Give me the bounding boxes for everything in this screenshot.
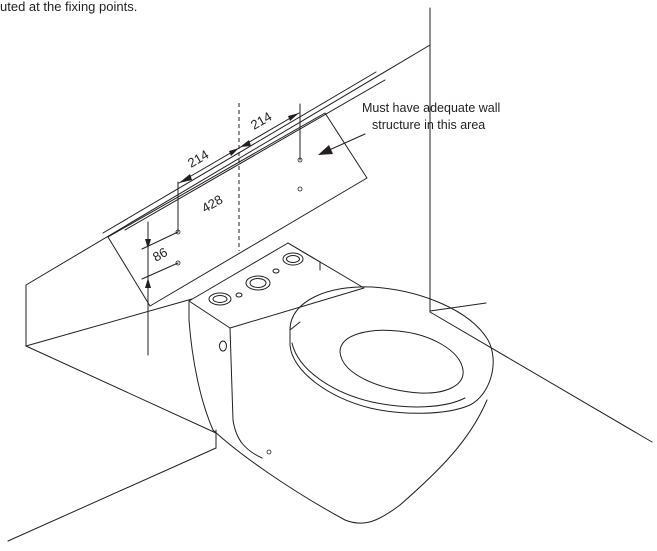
dimension-label-214-right: 214 xyxy=(248,109,274,133)
cistern-hole-front xyxy=(208,292,232,306)
note-arrow-head xyxy=(318,145,333,155)
note-line-1: Must have adequate wall xyxy=(362,101,500,115)
arrow-right-end xyxy=(288,113,299,121)
arrow-86-bottom xyxy=(145,278,151,288)
pan-right-base xyxy=(399,399,488,506)
cistern-top-face xyxy=(188,242,365,329)
caption-text: uted at the fixing points. xyxy=(0,0,137,14)
wall-band-bottom-left xyxy=(25,298,193,347)
extension-line-overall-lower xyxy=(124,79,386,231)
floor-left-edge xyxy=(7,447,217,542)
fixing-point-bottom-left xyxy=(175,260,181,266)
toilet xyxy=(188,242,494,524)
cistern-small-hole-1 xyxy=(235,292,243,298)
floor-skirting-line xyxy=(25,345,217,434)
cistern-hole-rear-inner xyxy=(286,255,300,263)
cistern-back-edge xyxy=(287,242,321,263)
toilet-seat-outer xyxy=(289,286,494,414)
note-line-2: structure in this area xyxy=(372,118,485,132)
note-arrow-shaft xyxy=(326,133,366,152)
room-outline xyxy=(7,7,653,542)
dimension-214-214 xyxy=(178,112,300,184)
floor-right-edge xyxy=(429,311,653,443)
toilet-seat-inner xyxy=(339,329,464,394)
cistern-hole-front-inner xyxy=(212,295,228,303)
cistern-small-hole-2 xyxy=(272,268,280,274)
dimension-86 xyxy=(141,221,179,356)
wall-band-top xyxy=(25,44,431,286)
arrow-left-end xyxy=(179,174,192,183)
flush-button-dual xyxy=(245,275,271,291)
wall-band-bottom-right xyxy=(429,302,487,312)
pan-left-side xyxy=(188,300,214,431)
cistern-hole-rear xyxy=(282,252,304,266)
base-fixing-hole xyxy=(266,449,272,455)
arrow-centre-right xyxy=(240,140,251,147)
arrow-86-top xyxy=(145,239,151,249)
flush-button-dual-inner xyxy=(249,278,267,288)
dimension-label-428: 428 xyxy=(199,192,225,216)
wall-band xyxy=(25,44,487,434)
side-inlet-hole xyxy=(219,340,227,352)
arrow-centre-left xyxy=(229,148,239,156)
pan-base-curve xyxy=(212,429,401,524)
fixing-point-bottom-right xyxy=(297,186,303,192)
pan-front-edge-upper xyxy=(229,327,263,459)
dimension-86-ext-bottom xyxy=(141,262,179,280)
seat-hinge-edge xyxy=(289,321,301,331)
toilet-seat-rim xyxy=(291,342,466,408)
extension-line-overall-upper xyxy=(102,71,377,234)
dimension-label-86: 86 xyxy=(150,244,170,264)
fixing-area-panel xyxy=(107,112,368,307)
